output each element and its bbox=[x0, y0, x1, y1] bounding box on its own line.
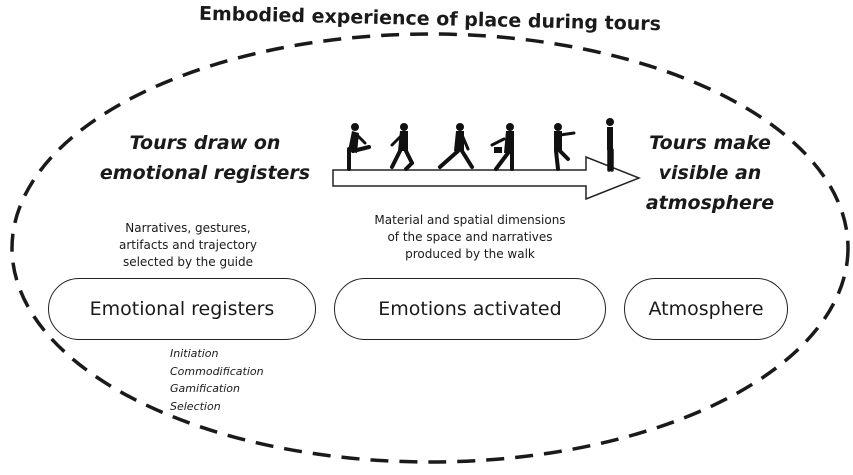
walker-figure-1 bbox=[347, 123, 371, 171]
walker-figure-4 bbox=[490, 123, 514, 171]
emotions-activated-box: Emotions activated bbox=[334, 278, 606, 340]
atmosphere-box: Atmosphere bbox=[624, 278, 788, 340]
dashed-ellipse-boundary bbox=[10, 32, 850, 464]
left-heading-line-2: emotional registers bbox=[99, 162, 311, 184]
walking-figures bbox=[347, 118, 614, 172]
center-note-line-2: of the space and narratives bbox=[387, 230, 553, 244]
right-heading-line-1: Tours make bbox=[649, 132, 771, 154]
left-note: Narratives, gestures, artifacts and traj… bbox=[88, 220, 288, 271]
register-type-item: Commodification bbox=[170, 364, 264, 378]
center-note: Material and spatial dimensions of the s… bbox=[350, 212, 590, 263]
left-note-line-1: Narratives, gestures, bbox=[125, 221, 251, 235]
register-type-item: Initiation bbox=[170, 347, 219, 360]
center-note-line-3: produced by the walk bbox=[405, 247, 535, 261]
register-type-item: Gamification bbox=[170, 382, 241, 395]
left-heading-line-1: Tours draw on bbox=[129, 132, 281, 154]
emotional-registers-box: Emotional registers bbox=[48, 278, 316, 340]
center-note-line-1: Material and spatial dimensions bbox=[374, 213, 566, 227]
walker-figure-5 bbox=[554, 123, 576, 171]
right-heading-line-3: atmosphere bbox=[645, 192, 775, 214]
left-note-line-2: artifacts and trajectory bbox=[118, 238, 258, 252]
walker-figure-2 bbox=[390, 123, 414, 171]
walker-figure-6 bbox=[606, 118, 614, 172]
left-heading: Tours draw on emotional registers bbox=[85, 128, 325, 188]
register-type-item: Selection bbox=[170, 399, 221, 413]
progression-arrow bbox=[332, 155, 642, 201]
walker-figure-3 bbox=[438, 123, 474, 169]
right-heading: Tours make visible an atmosphere bbox=[640, 128, 780, 218]
register-types-list: Initiation Commodification Gamification … bbox=[170, 345, 264, 415]
left-note-line-3: selected by the guide bbox=[122, 255, 254, 269]
right-heading-line-2: visible an bbox=[658, 162, 762, 184]
